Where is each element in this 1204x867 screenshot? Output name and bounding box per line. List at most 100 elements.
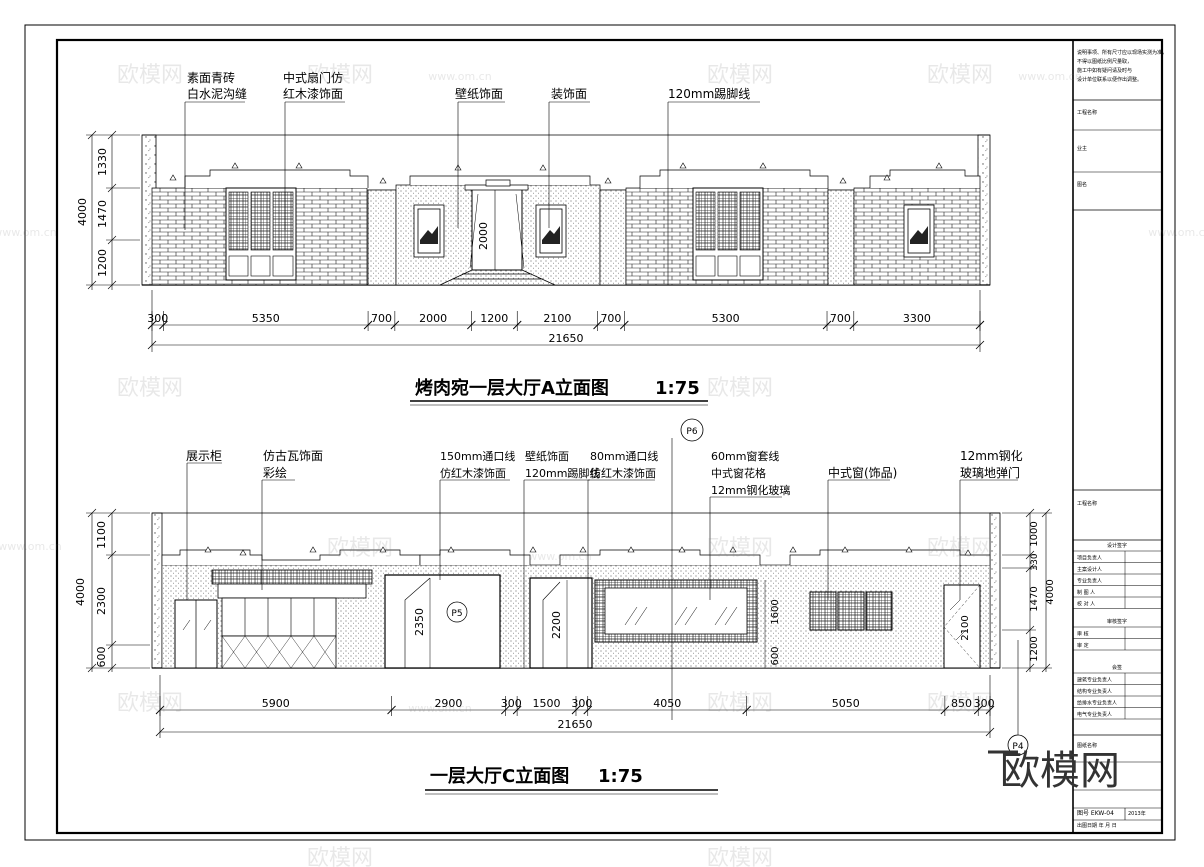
- brand-logo: 欧模网: [1000, 748, 1120, 794]
- dim-c-window-sill: 600: [770, 646, 781, 665]
- watermark-brand: 欧模网: [307, 846, 373, 867]
- dim-c-h1: 1100: [95, 521, 108, 549]
- watermark-brand: 欧模网: [117, 63, 183, 88]
- door-height-a: 2000: [477, 222, 490, 250]
- dim-c-r-total: 4000: [1045, 579, 1056, 604]
- label-chinese-window: 中式窗(饰品): [828, 465, 897, 480]
- dim-c-door-h: 2100: [960, 615, 971, 640]
- watermark-url: www.om.cn: [0, 540, 62, 553]
- label-line80-1: 80mm通口线: [590, 449, 658, 463]
- marker-p4: P4: [1012, 742, 1023, 752]
- tb-row: 制 图 人: [1077, 589, 1095, 596]
- display-cabinet: [174, 599, 218, 669]
- marker-p5: P5: [451, 609, 462, 619]
- label-skirting-a: 120mm踢脚线: [668, 86, 750, 101]
- watermark-url: www.om.cn: [428, 70, 491, 83]
- dim-c-seg-7: 850: [951, 697, 972, 710]
- inner-border: [55, 38, 1164, 835]
- label-wallpaper-a: 壁纸饰面: [455, 86, 503, 101]
- label-glass-door-2: 玻璃地弹门: [960, 465, 1020, 480]
- marker-p6: P6: [686, 427, 697, 437]
- elevation-a-title: 烤肉宛一层大厅A立面图: [415, 377, 609, 399]
- note-line-3: 施工中如有疑问请及时与: [1077, 67, 1132, 74]
- note-line-4: 设计单位联系以便作出调整。: [1077, 76, 1142, 83]
- elevation-c-scale: 1:75: [598, 766, 643, 787]
- dim-a-seg-9: 3300: [903, 312, 931, 325]
- tb-row: 电气专业负责人: [1077, 711, 1112, 718]
- dim-c-r1: 1000: [1029, 521, 1040, 546]
- label-deco-a: 装饰面: [551, 87, 587, 101]
- watermark-brand: 欧模网: [707, 376, 773, 401]
- note-line-1: 说明事项、所有尺寸应以现场实测为准，: [1077, 49, 1167, 56]
- tb-row: 结构专业负责人: [1077, 688, 1112, 695]
- watermark-brand: 欧模网: [307, 63, 373, 88]
- elevation-c: P5 2350 2200 1600 600 2100: [74, 418, 1056, 795]
- label-brick-1: 素面青砖: [187, 70, 235, 85]
- dim-c-r3: 1470: [1029, 586, 1040, 611]
- sign-header: 设计签字: [1107, 542, 1127, 549]
- label-window-2: 中式窗花格: [711, 466, 766, 480]
- watermark-brand: 欧模网: [707, 846, 773, 867]
- watermark-url: www.om.cn: [528, 550, 591, 563]
- glass-spring-door: [943, 584, 981, 669]
- dim-c-seg-6: 5050: [832, 697, 860, 710]
- dim-a-total-height: 4000: [76, 198, 89, 226]
- label-wallpaper-c-2: 120mm踢脚线: [525, 466, 600, 480]
- opening-p5: [384, 574, 501, 669]
- watermark-url: www.om.cn: [408, 702, 471, 715]
- dim-c-opening-2: 2200: [550, 611, 563, 639]
- dim-a-h3: 1200: [96, 249, 109, 277]
- field-project-name: 工程名称: [1077, 500, 1097, 507]
- tb-row: 审 核: [1077, 631, 1089, 638]
- tb-row: 主案设计人: [1077, 566, 1102, 573]
- watermark-brand: 欧模网: [117, 691, 183, 716]
- meeting-header: 会签: [1112, 664, 1122, 671]
- drawing-name-label: 图纸名称: [1077, 742, 1097, 749]
- label-cabinet: 展示柜: [186, 449, 222, 463]
- watermark-brand: 欧模网: [327, 536, 393, 561]
- dim-c-total: 21650: [558, 718, 593, 731]
- entrance-door-a: [439, 179, 556, 286]
- dim-c-h3: 600: [95, 647, 108, 668]
- watermark-brand: 欧模网: [927, 691, 993, 716]
- opening-2: [529, 577, 593, 669]
- drawing-number: 图号 EKW-04: [1077, 810, 1114, 817]
- tile-roof-counter: [211, 569, 373, 669]
- dim-c-opening-1: 2350: [413, 608, 426, 636]
- dim-c-seg-8: 300: [974, 697, 995, 710]
- tb-row: 项目负责人: [1077, 555, 1102, 562]
- dim-a-seg-2: 700: [371, 312, 392, 325]
- field-project: 工程名称: [1077, 109, 1097, 116]
- tb-row: 校 对 人: [1077, 601, 1095, 608]
- label-wallpaper-c-1: 壁纸饰面: [525, 449, 569, 463]
- label-line80-2: 仿红木漆饰面: [590, 466, 656, 480]
- left-column-c: [151, 512, 163, 669]
- tb-row: 审 定: [1077, 642, 1089, 649]
- dim-a-seg-0: 300: [147, 312, 168, 325]
- dim-a-h1: 1330: [96, 148, 109, 176]
- dim-c-seg-0: 5900: [262, 697, 290, 710]
- pillar-a3: [827, 189, 855, 286]
- label-line150-2: 仿红木漆饰面: [440, 466, 506, 480]
- dim-c-h2: 2300: [95, 587, 108, 615]
- dim-c-seg-3: 1500: [533, 697, 561, 710]
- marker-p4-circle: [1007, 734, 1029, 756]
- label-tile-1: 仿古瓦饰面: [263, 448, 323, 463]
- chinese-doors-right: [692, 187, 764, 281]
- label-window-3: 12mm钢化玻璃: [711, 483, 790, 497]
- dim-a-seg-4: 1200: [480, 312, 508, 325]
- dim-c-seg-2: 300: [501, 697, 522, 710]
- label-door-1: 中式扇门仿: [283, 70, 343, 85]
- watermark-brand: 欧模网: [707, 691, 773, 716]
- watermark-brand: 欧模网: [927, 536, 993, 561]
- watermark-url: www.om.cn: [1018, 70, 1081, 83]
- field-client: 业主: [1077, 145, 1087, 152]
- dim-a-seg-1: 5350: [252, 312, 280, 325]
- label-glass-door-1: 12mm钢化: [960, 449, 1023, 463]
- dim-c-seg-5: 4050: [653, 697, 681, 710]
- watermark-brand: 欧模网: [707, 536, 773, 561]
- tb-row: 建筑专业负责人: [1077, 677, 1112, 684]
- dim-c-seg-1: 2900: [434, 697, 462, 710]
